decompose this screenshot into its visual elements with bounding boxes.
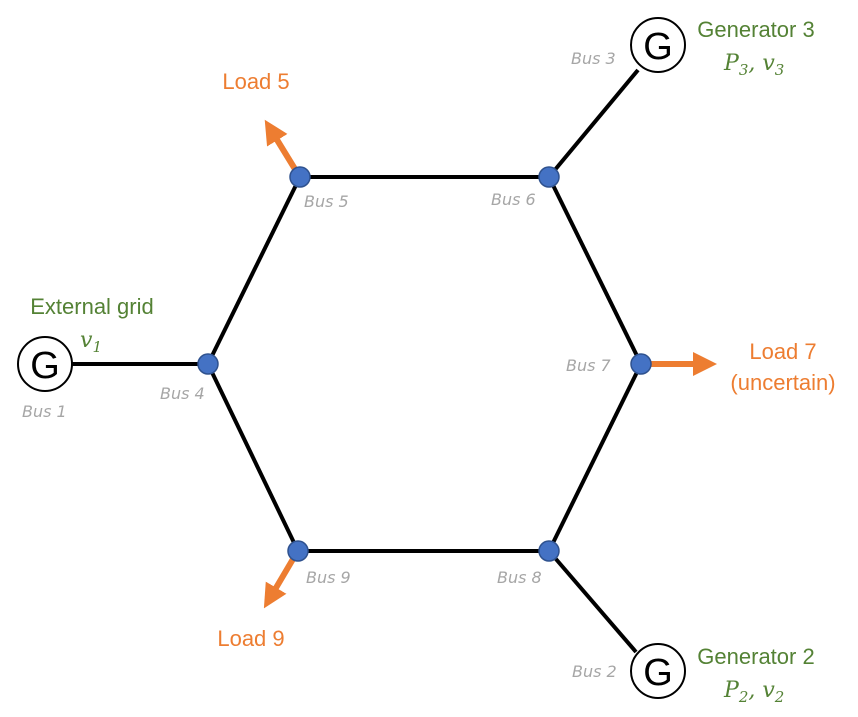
line-bus6-bus3 bbox=[547, 68, 640, 179]
external-grid-generator-circle bbox=[17, 336, 73, 392]
load-5-label: Load 5 bbox=[222, 69, 289, 94]
generator-3-title: Generator 3 bbox=[697, 17, 814, 42]
generator-3-var-p-sub: 3 bbox=[739, 61, 749, 79]
bus-7-label: Bus 7 bbox=[566, 356, 612, 375]
external-grid-generator[interactable]: G bbox=[17, 336, 73, 392]
bus-1-label: Bus 1 bbox=[22, 402, 67, 421]
generator-3-circle bbox=[630, 17, 686, 73]
bus-8-node[interactable] bbox=[538, 540, 560, 562]
bus-6-node[interactable] bbox=[538, 166, 560, 188]
external-grid-generator-symbol: G bbox=[30, 345, 60, 387]
line-bus8-bus2 bbox=[547, 549, 638, 654]
load-7-label: Load 7 bbox=[749, 339, 816, 364]
generator-2-var-p: P bbox=[723, 678, 740, 703]
generator-3-var-v-sub: 3 bbox=[775, 61, 785, 79]
bus-9-node[interactable] bbox=[287, 540, 309, 562]
line-bus6-bus7 bbox=[547, 176, 643, 365]
load-9-label: Load 9 bbox=[217, 626, 284, 651]
generator-2-var-p-sub: 2 bbox=[738, 688, 749, 706]
bus-7-node[interactable] bbox=[630, 353, 652, 375]
external-grid-var: v bbox=[80, 328, 93, 353]
bus-6-label: Bus 6 bbox=[491, 190, 536, 209]
generator-2-title: Generator 2 bbox=[697, 644, 814, 669]
generator-3-symbol: G bbox=[643, 26, 673, 68]
load-5-arrow bbox=[264, 119, 301, 176]
generator-2[interactable]: G bbox=[630, 643, 686, 699]
bus-5-node[interactable] bbox=[289, 166, 311, 188]
line-bus7-bus8 bbox=[547, 363, 643, 552]
generator-2-var-sep: , bbox=[748, 678, 762, 703]
generator-2-var-v-sub: 2 bbox=[774, 688, 785, 706]
generator-2-variables: P2, v2 bbox=[723, 678, 784, 706]
load-9-arrow bbox=[263, 552, 299, 609]
line-bus4-bus5 bbox=[206, 176, 302, 365]
generator-3-var-v: v bbox=[762, 51, 775, 76]
bus-2-label: Bus 2 bbox=[572, 662, 617, 681]
bus-9-label: Bus 9 bbox=[306, 568, 351, 587]
bus-5-label: Bus 5 bbox=[304, 192, 349, 211]
bus-8-label: Bus 8 bbox=[497, 568, 542, 587]
load-7-uncertain-label: (uncertain) bbox=[730, 370, 835, 395]
generator-3[interactable]: G bbox=[630, 17, 686, 73]
generator-2-symbol: G bbox=[643, 652, 673, 694]
external-grid-variables: v1 bbox=[80, 328, 102, 356]
line-bus9-bus4 bbox=[206, 363, 300, 552]
generator-3-variables: P3, v3 bbox=[723, 51, 784, 79]
external-grid-var-sub: 1 bbox=[92, 338, 102, 356]
generator-3-var-p: P bbox=[723, 51, 740, 76]
bus-3-label: Bus 3 bbox=[571, 49, 616, 68]
generator-3-var-sep: , bbox=[748, 51, 762, 76]
bus-4-label: Bus 4 bbox=[160, 384, 205, 403]
generator-2-circle bbox=[630, 643, 686, 699]
bus-4-node[interactable] bbox=[197, 353, 219, 375]
external-grid-title: External grid bbox=[30, 294, 154, 319]
generator-2-var-v: v bbox=[762, 678, 775, 703]
